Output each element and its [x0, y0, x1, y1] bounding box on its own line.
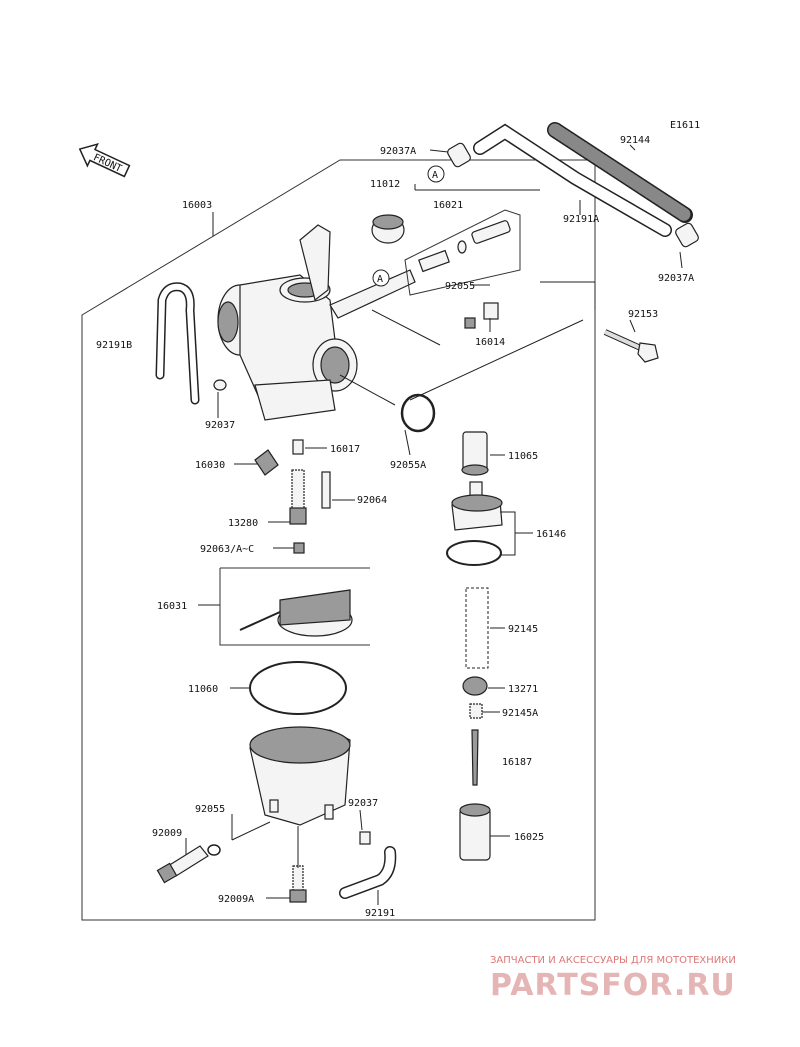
throttle-valve-16025: [459, 803, 491, 861]
seat-13271: [462, 676, 488, 696]
label-11012: 11012: [370, 179, 400, 190]
callout-a-top-label: A: [432, 170, 438, 181]
label-16003: 16003: [182, 200, 212, 211]
diagram-code: E1611: [670, 120, 700, 131]
label-16187: 16187: [502, 757, 532, 768]
clip-92037a-right: [675, 222, 699, 248]
watermark-logo: PARTSFOR.RU: [490, 968, 736, 1003]
float-16031: [239, 589, 353, 637]
pilot-screw-parts: [418, 220, 511, 273]
label-16146: 16146: [536, 529, 566, 540]
screw-92009a: [289, 865, 307, 903]
hose-92191: [339, 846, 397, 899]
clip-92037a-top: [447, 142, 471, 168]
o-ring-92055-bottom: [207, 844, 221, 856]
label-11065: 11065: [508, 451, 538, 462]
spring-92144: [547, 122, 693, 223]
part-labels: 16003 92191B 92037A 11012 16021 92144 92…: [96, 135, 694, 919]
label-92037a-top: 92037A: [380, 146, 416, 157]
gasket-11060: [249, 661, 347, 715]
label-92191a: 92191A: [563, 214, 599, 225]
label-16021: 16021: [433, 200, 463, 211]
label-92063: 92063/A~C: [200, 544, 254, 555]
main-jet-92063: [293, 542, 305, 554]
label-92153: 92153: [628, 309, 658, 320]
label-13280: 13280: [228, 518, 258, 529]
label-16014: 16014: [475, 337, 505, 348]
label-92055-bottom: 92055: [195, 804, 225, 815]
label-92064: 92064: [357, 495, 387, 506]
callout-a-body: [372, 269, 390, 287]
jet-16017: [292, 439, 304, 455]
callout-a-body-label: A: [377, 274, 383, 285]
jet-frame: [219, 567, 370, 646]
label-11060: 11060: [188, 684, 218, 695]
watermark: ЗАПЧАСТИ И АКСЕССУАРЫ ДЛЯ МОТОТЕХНИКИ PA…: [490, 955, 736, 1003]
label-92037-bottom: 92037: [348, 798, 378, 809]
spring-92145: [465, 587, 489, 669]
label-92145a: 92145A: [502, 708, 538, 719]
carburetor-body: [217, 224, 416, 421]
label-92037a-right: 92037A: [658, 273, 694, 284]
label-92191: 92191: [365, 908, 395, 919]
main-frame: [81, 159, 596, 921]
leader-lines: [185, 144, 683, 905]
label-92144: 92144: [620, 135, 650, 146]
front-direction-arrow: FRONT: [78, 142, 131, 178]
label-13271: 13271: [508, 684, 538, 695]
label-16025: 16025: [514, 832, 544, 843]
label-92055a: 92055A: [390, 460, 426, 471]
cap-11065: [461, 431, 489, 476]
label-92191b: 92191B: [96, 340, 132, 351]
vent-hose: [473, 123, 672, 237]
drain-screw-92009: [156, 845, 209, 884]
float-bowl: [249, 726, 351, 826]
seal-ring: [371, 214, 405, 244]
bolt-92153: [603, 329, 659, 363]
adjust-screw-16014: [464, 302, 499, 329]
label-92145: 92145: [508, 624, 538, 635]
label-92037-left: 92037: [205, 420, 235, 431]
watermark-tagline: ЗАПЧАСТИ И АКСЕССУАРЫ ДЛЯ МОТОТЕХНИКИ: [490, 955, 736, 966]
label-92009a: 92009A: [218, 894, 254, 905]
clip-92037-bottom: [359, 831, 371, 845]
top-cap-16146: [446, 481, 503, 566]
needle-valve-16030: [254, 449, 279, 476]
emulsion-tube-13280: [289, 469, 307, 525]
label-92055-top: 92055: [445, 281, 475, 292]
o-ring-92055a: [400, 393, 436, 433]
jet-needle-92064: [321, 471, 331, 509]
callout-a-top: [427, 165, 445, 183]
washer-92037-left: [213, 379, 227, 391]
label-16031: 16031: [157, 601, 187, 612]
label-92009: 92009: [152, 828, 182, 839]
label-16017: 16017: [330, 444, 360, 455]
clip-92145a: [469, 703, 483, 719]
label-16030: 16030: [195, 460, 225, 471]
screw-assembly-frame: [404, 209, 521, 296]
jet-needle-16187: [471, 729, 479, 786]
